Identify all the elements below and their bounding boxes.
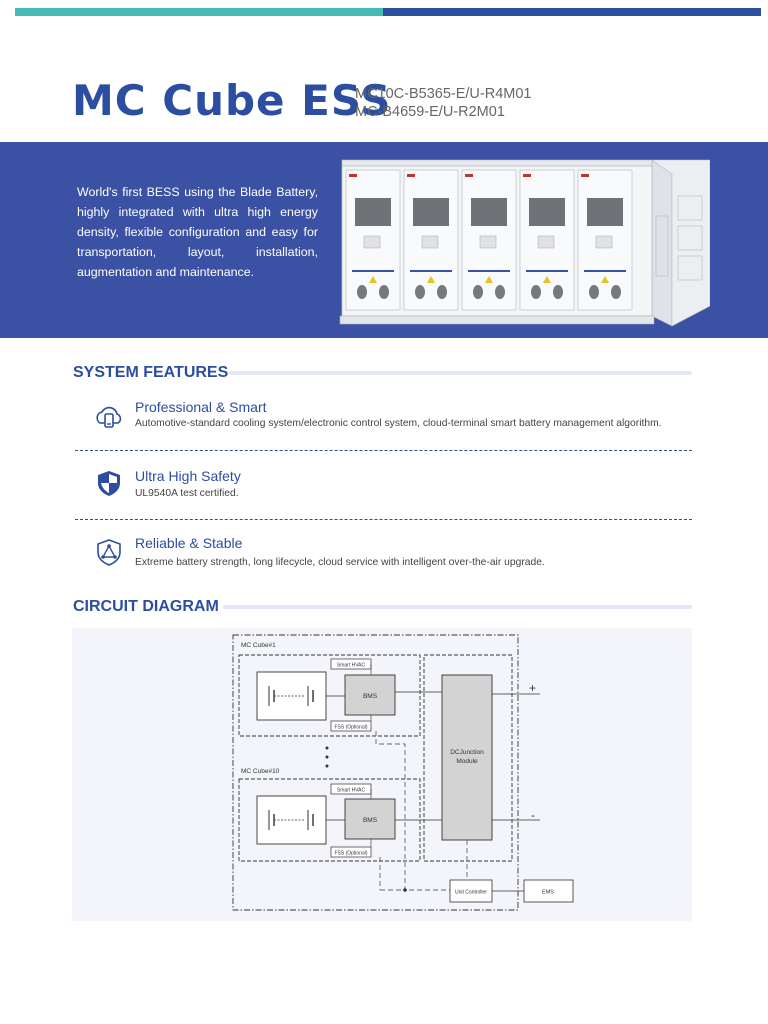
feature-desc-safety: UL9540A test certified. [135, 488, 239, 499]
hvac-label-1: Smart HVAC [337, 663, 366, 669]
fss-label-10: FSS (Optional) [334, 851, 367, 857]
model-numbers: MC10C-B5365-E/U-R4M01 MC-B4659-E/U-R2M01 [355, 85, 531, 121]
model-number-1: MC10C-B5365-E/U-R4M01 [355, 86, 532, 102]
feature-divider [75, 450, 692, 451]
negative-terminal-label: - [531, 808, 535, 822]
model-number-2: MC-B4659-E/U-R2M01 [355, 104, 505, 120]
shield-icon [98, 471, 120, 496]
top-accent-navy [383, 8, 761, 16]
dc-junction-label-2: Module [456, 758, 478, 765]
ess-container-image [339, 159, 710, 327]
positive-terminal-label: + [529, 681, 536, 695]
feature-title-professional: Professional & Smart [135, 399, 267, 415]
feature-divider [75, 519, 692, 520]
triangle-shield-icon [97, 539, 121, 566]
feature-title-reliable: Reliable & Stable [135, 535, 243, 551]
ems-label: EMS [542, 890, 554, 896]
cube-10-label: MC Cube#10 [241, 768, 280, 775]
circuit-diagram: MC Cube#1 Smart HVAC BMS FSS (Optional) … [232, 634, 574, 911]
page-title: MC Cube ESS [72, 76, 392, 125]
feature-desc-reliable: Extreme battery strength, long lifecycle… [135, 557, 545, 568]
section-divider [223, 605, 692, 609]
cube-1-label: MC Cube#1 [241, 642, 276, 649]
unit-controller-label: Unit Controller [455, 890, 487, 896]
section-divider [229, 371, 692, 375]
hvac-label-10: Smart HVAC [337, 788, 366, 794]
dc-junction-label-1: DCJunction [450, 749, 484, 756]
hero-banner: World's first BESS using the Blade Batte… [0, 142, 768, 338]
bms-label-10: BMS [363, 817, 378, 824]
feature-title-safety: Ultra High Safety [135, 468, 241, 484]
hero-description: World's first BESS using the Blade Batte… [77, 185, 318, 279]
circuit-diagram-heading: CIRCUIT DIAGRAM [73, 598, 219, 615]
feature-desc-professional: Automotive-standard cooling system/elect… [135, 418, 662, 429]
bms-label-1: BMS [363, 693, 378, 700]
cloud-device-icon [96, 406, 122, 428]
top-accent-teal [15, 8, 383, 16]
system-features-heading: SYSTEM FEATURES [73, 364, 229, 381]
fss-label-1: FSS (Optional) [334, 725, 367, 731]
